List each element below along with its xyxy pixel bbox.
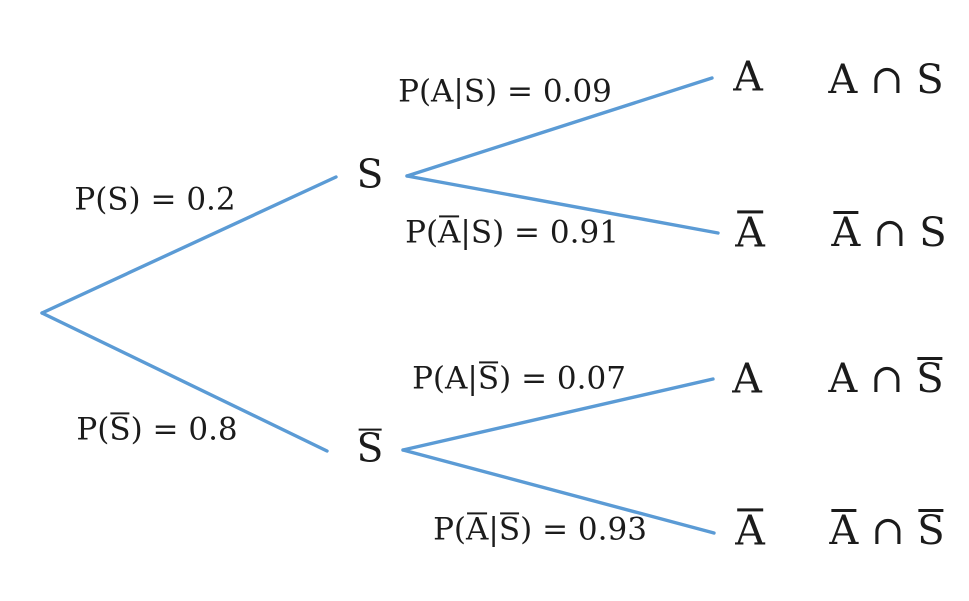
label-text: S xyxy=(356,152,384,198)
outcome-a-and-s-bar: A ∩ S xyxy=(828,355,943,403)
branch-probability-p-a-given-s: P(A|S) = 0.09 xyxy=(398,73,612,110)
overbar-letter: A xyxy=(735,208,765,257)
overbar-letter: S xyxy=(498,511,521,548)
branch-probability-p-s: P(S) = 0.2 xyxy=(74,181,235,218)
label-text: ) = 0.07 xyxy=(499,360,626,397)
overbar-letter: A xyxy=(466,511,489,548)
branch-root-to-s xyxy=(40,175,338,315)
overbar-letter: S xyxy=(916,356,944,402)
branch-s-to-a xyxy=(405,76,714,178)
label-text: A xyxy=(733,52,763,101)
label-text: ) = 0.93 xyxy=(520,511,647,548)
label-text: ) = 0.8 xyxy=(130,411,238,448)
overbar-letter: S xyxy=(917,508,945,554)
label-text: P( xyxy=(405,214,439,251)
label-text: P(A| xyxy=(412,360,478,397)
branch-s-bar-to-a-bar xyxy=(401,448,716,535)
label-text: ∩ S xyxy=(860,210,947,256)
label-text: |S) = 0.91 xyxy=(460,214,619,251)
branch-s-to-a-bar xyxy=(405,174,720,235)
leaf-a-given-s-bar: A xyxy=(732,354,762,403)
branch-probability-p-a-given-s-bar: P(A|S) = 0.07 xyxy=(412,360,626,397)
label-text: ∩ xyxy=(858,508,918,554)
branch-s-bar-to-a xyxy=(401,377,715,452)
node-s: S xyxy=(357,153,384,200)
leaf-a-bar-given-s: A xyxy=(735,208,765,257)
label-text: A ∩ xyxy=(828,356,917,402)
overbar-letter: A xyxy=(438,214,461,251)
outcome-a-and-s: A ∩ S xyxy=(828,56,943,104)
branch-probability-p-a-bar-given-s: P(A|S) = 0.91 xyxy=(405,214,619,251)
overbar-letter: S xyxy=(477,360,500,397)
overbar-letter: S xyxy=(356,426,384,472)
label-text: P( xyxy=(433,511,467,548)
overbar-letter: A xyxy=(831,210,861,256)
outcome-a-bar-and-s-bar: A ∩ S xyxy=(829,507,944,555)
overbar-letter: A xyxy=(735,506,765,555)
label-text: | xyxy=(488,511,499,548)
leaf-a-given-s: A xyxy=(733,52,763,101)
branch-probability-p-s-bar: P(S) = 0.8 xyxy=(76,411,237,448)
leaf-a-bar-given-s-bar: A xyxy=(735,506,765,555)
branch-root-to-s-bar xyxy=(40,311,329,453)
label-text: P( xyxy=(76,411,110,448)
outcome-a-bar-and-s: A ∩ S xyxy=(831,209,946,257)
label-text: P(A|S) = 0.09 xyxy=(398,73,612,110)
label-text: P(S) = 0.2 xyxy=(74,181,236,218)
branch-probability-p-a-bar-given-s-bar: P(A|S) = 0.93 xyxy=(433,511,647,548)
label-text: A xyxy=(732,354,762,403)
label-text: A ∩ S xyxy=(828,57,944,103)
node-s-bar: S xyxy=(357,427,384,474)
overbar-letter: A xyxy=(829,508,859,554)
overbar-letter: S xyxy=(109,411,131,448)
